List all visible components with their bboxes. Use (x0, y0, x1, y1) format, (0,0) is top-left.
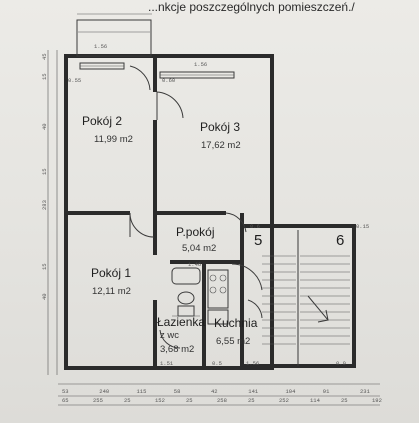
stair-arrow-icon (307, 295, 329, 323)
dimension-value: 252 (279, 397, 289, 404)
room-name-kuchnia: Kuchnia (214, 316, 258, 330)
stairwell (262, 230, 350, 366)
room-name-ppokoj: P.pokój (176, 225, 214, 239)
door-bathroom (159, 329, 181, 349)
dimension-value: 25 (186, 397, 193, 404)
dimension-value: 258 (217, 397, 227, 404)
dimension-value-left: 283 (41, 200, 48, 210)
dimension-value: 152 (155, 397, 165, 404)
win-label-0: 0.55 (68, 77, 81, 84)
bathtub-icon (171, 267, 201, 285)
door-entrance (231, 263, 263, 291)
room-name-pokoj3: Pokój 3 (200, 120, 240, 134)
room-name-lazienka: Łazienka (157, 315, 205, 329)
door-kitchen (247, 299, 263, 319)
win-label-9: 0.6 (250, 223, 260, 230)
room-area-pokoj1: 12,11 m2 (92, 286, 131, 297)
burner-icon-1 (209, 274, 217, 282)
win-label-10: 0.15 (356, 223, 369, 230)
dimension-value: 115 (137, 388, 147, 395)
dimension-value: 240 (99, 388, 109, 395)
dimension-value-left: 40 (41, 293, 48, 300)
win-label-7: 1.56 (246, 360, 259, 367)
stair-labels: 5 6 (254, 232, 344, 249)
caption-text: ...nkcje poszczególnych pomieszczeń./ (148, 0, 355, 14)
door-room2-balcony (129, 65, 151, 91)
dimension-value: 53 (62, 388, 69, 395)
room-name-pokoj1: Pokój 1 (91, 266, 131, 280)
doors (129, 65, 263, 349)
stair-steps (262, 255, 350, 345)
dimension-value-left: 15 (41, 168, 48, 175)
dimension-lines (47, 50, 380, 406)
dimension-value: 141 (248, 388, 259, 395)
dims-bottom-row2: 65 255 25 152 25 258 25 252 114 25 192 (62, 397, 382, 404)
dimension-value-left: 15 (41, 263, 48, 270)
win-label-2: 0.60 (162, 77, 175, 84)
bathroom-fixtures (171, 267, 201, 317)
washbasin-icon (177, 291, 195, 305)
win-label-5: 1.51 (160, 360, 174, 367)
win-label-6: 0.5 (212, 360, 222, 367)
dimension-value: 192 (372, 397, 382, 404)
dimension-value: 65 (62, 397, 69, 404)
win-label-4: 1.46 (188, 261, 201, 268)
dimension-value: 58 (174, 388, 181, 395)
dims-bottom-row1: 53 240 115 58 42 141 104 91 231 (62, 388, 371, 395)
stair-label-5: 5 (254, 232, 262, 249)
dimension-value: 114 (310, 397, 321, 404)
room-subname-lazienka: z wc (160, 330, 179, 341)
dimension-value: 25 (124, 397, 131, 404)
window-annotations: 0.55 1.56 0.60 1.56 1.46 1.51 0.5 1.56 0… (68, 43, 369, 367)
room-area-lazienka: 3,68 m2 (160, 344, 194, 355)
room-labels: Pokój 2 11,99 m2 Pokój 3 17,62 m2 P.pokó… (82, 114, 258, 355)
door-room1 (129, 212, 155, 238)
stair-label-6: 6 (336, 232, 344, 249)
dimension-value-left: 15 (41, 73, 48, 80)
dimension-value: 91 (323, 388, 330, 395)
win-label-3: 1.56 (194, 61, 207, 68)
room-area-pokoj3: 17,62 m2 (201, 140, 241, 151)
dimension-value: 255 (93, 397, 103, 404)
sink-icon (207, 309, 229, 325)
burner-icon-4 (219, 286, 227, 294)
kitchen-fixtures (207, 269, 229, 325)
dimension-value: 231 (360, 388, 371, 395)
dimension-value: 25 (341, 397, 348, 404)
room-area-ppokoj: 5,04 m2 (182, 243, 216, 254)
dims-left-column: 45 15 40 15 283 15 40 (41, 53, 48, 300)
burner-icon-2 (219, 274, 227, 282)
dimension-value-left: 45 (41, 53, 48, 60)
dimension-value-left: 40 (41, 123, 48, 130)
door-room3-hall (225, 212, 247, 233)
balcony-frame (76, 19, 152, 57)
win-label-1: 1.56 (94, 43, 107, 50)
room-name-pokoj2: Pokój 2 (82, 114, 122, 128)
interior-walls (66, 56, 274, 368)
dimension-value: 25 (248, 397, 255, 404)
room-area-pokoj2: 11,99 m2 (94, 134, 133, 145)
room-area-kuchnia: 6,55 m2 (216, 336, 250, 347)
dimension-value: 104 (286, 388, 297, 395)
dimension-value: 42 (211, 388, 218, 395)
stove-icon (207, 269, 229, 309)
door-room3 (156, 91, 184, 119)
top-balcony (76, 13, 152, 57)
win-label-8: 0.9 (336, 360, 346, 367)
top-windows (79, 62, 235, 79)
burner-icon-3 (209, 286, 217, 294)
